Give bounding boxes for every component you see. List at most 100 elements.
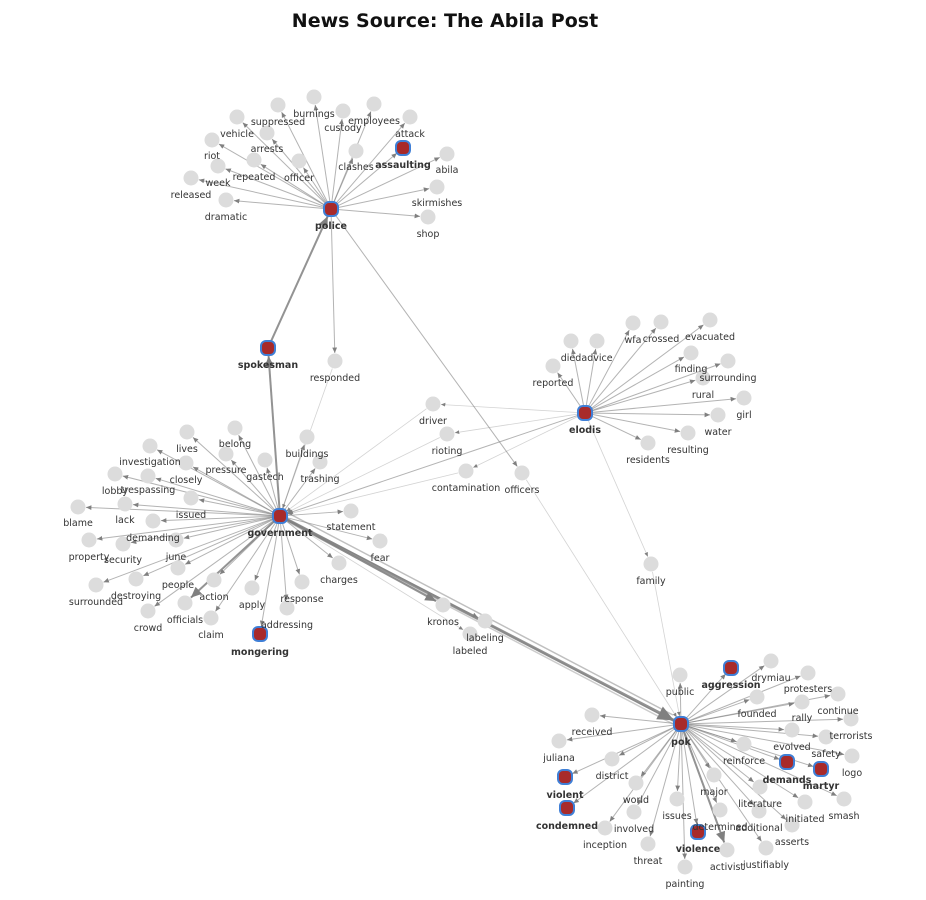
- node-demanding[interactable]: [145, 513, 161, 529]
- node-responded[interactable]: [327, 353, 343, 369]
- node-abila[interactable]: [439, 146, 455, 162]
- node-repeated[interactable]: [246, 152, 262, 168]
- node-public[interactable]: [672, 667, 688, 683]
- node-labeling[interactable]: [477, 613, 493, 629]
- node-received[interactable]: [584, 707, 600, 723]
- node-gastech[interactable]: [257, 452, 273, 468]
- node-property[interactable]: [81, 532, 97, 548]
- node-people[interactable]: [170, 560, 186, 576]
- node-founded[interactable]: [749, 689, 765, 705]
- node-vehicle[interactable]: [229, 109, 245, 125]
- node-driver[interactable]: [425, 396, 441, 412]
- node-lack[interactable]: [117, 496, 133, 512]
- node-surrounding[interactable]: [720, 353, 736, 369]
- node-continue[interactable]: [830, 686, 846, 702]
- node-clashes[interactable]: [348, 143, 364, 159]
- node-security[interactable]: [115, 536, 131, 552]
- node-aggression[interactable]: [723, 660, 739, 676]
- node-released[interactable]: [183, 170, 199, 186]
- node-residents[interactable]: [640, 435, 656, 451]
- node-threat[interactable]: [640, 836, 656, 852]
- node-police[interactable]: [323, 201, 339, 217]
- node-determined[interactable]: [712, 802, 728, 818]
- node-contamination[interactable]: [458, 463, 474, 479]
- node-reinforce[interactable]: [736, 736, 752, 752]
- node-issues[interactable]: [669, 791, 685, 807]
- node-dramatic[interactable]: [218, 192, 234, 208]
- node-crossed[interactable]: [653, 314, 669, 330]
- node-major[interactable]: [706, 767, 722, 783]
- node-charges[interactable]: [331, 555, 347, 571]
- node-pok[interactable]: [673, 716, 689, 732]
- node-statement[interactable]: [343, 503, 359, 519]
- node-burnings[interactable]: [306, 89, 322, 105]
- node-activist[interactable]: [719, 842, 735, 858]
- node-surrounded[interactable]: [88, 577, 104, 593]
- node-trespassing[interactable]: [140, 468, 156, 484]
- node-safety[interactable]: [818, 729, 834, 745]
- node-week[interactable]: [210, 158, 226, 174]
- node-buildings[interactable]: [299, 429, 315, 445]
- node-employees[interactable]: [366, 96, 382, 112]
- node-finding[interactable]: [683, 345, 699, 361]
- node-officials[interactable]: [177, 595, 193, 611]
- node-investigation[interactable]: [142, 438, 158, 454]
- node-arrests[interactable]: [259, 125, 275, 141]
- node-assaulting[interactable]: [395, 140, 411, 156]
- node-logo[interactable]: [844, 748, 860, 764]
- node-custody[interactable]: [335, 103, 351, 119]
- node-inception[interactable]: [597, 820, 613, 836]
- node-apply[interactable]: [244, 580, 260, 596]
- node-response[interactable]: [294, 574, 310, 590]
- node-issued[interactable]: [183, 490, 199, 506]
- node-world[interactable]: [628, 775, 644, 791]
- node-belong[interactable]: [227, 420, 243, 436]
- node-resulting[interactable]: [680, 425, 696, 441]
- node-rally[interactable]: [794, 694, 810, 710]
- node-attack[interactable]: [402, 109, 418, 125]
- node-claim[interactable]: [203, 610, 219, 626]
- node-trashing[interactable]: [312, 454, 328, 470]
- node-blame[interactable]: [70, 499, 86, 515]
- node-wfa[interactable]: [625, 315, 641, 331]
- node-terrorists[interactable]: [843, 711, 859, 727]
- node-kronos[interactable]: [435, 597, 451, 613]
- node-rural[interactable]: [695, 370, 711, 386]
- node-reported[interactable]: [545, 358, 561, 374]
- node-suppressed[interactable]: [270, 97, 286, 113]
- node-government[interactable]: [272, 508, 288, 524]
- node-juliana[interactable]: [551, 733, 567, 749]
- node-smash[interactable]: [836, 791, 852, 807]
- node-violent[interactable]: [557, 769, 573, 785]
- node-drymiau[interactable]: [763, 653, 779, 669]
- node-action[interactable]: [206, 572, 222, 588]
- node-initiated[interactable]: [797, 794, 813, 810]
- node-lobby[interactable]: [107, 466, 123, 482]
- node-justifiably[interactable]: [758, 840, 774, 856]
- node-fear[interactable]: [372, 533, 388, 549]
- node-girl[interactable]: [736, 390, 752, 406]
- node-condemned[interactable]: [559, 800, 575, 816]
- node-family[interactable]: [643, 556, 659, 572]
- node-demands[interactable]: [779, 754, 795, 770]
- node-spokesman[interactable]: [260, 340, 276, 356]
- node-rioting[interactable]: [439, 426, 455, 442]
- node-martyr[interactable]: [813, 761, 829, 777]
- node-labeled[interactable]: [462, 626, 478, 642]
- node-additional[interactable]: [751, 803, 767, 819]
- node-mongering[interactable]: [252, 626, 268, 642]
- node-june[interactable]: [168, 532, 184, 548]
- node-skirmishes[interactable]: [429, 179, 445, 195]
- node-district[interactable]: [604, 751, 620, 767]
- node-officers[interactable]: [514, 465, 530, 481]
- node-closely[interactable]: [178, 455, 194, 471]
- node-pressure[interactable]: [218, 446, 234, 462]
- node-evolved[interactable]: [784, 722, 800, 738]
- node-died[interactable]: [563, 333, 579, 349]
- node-riot[interactable]: [204, 132, 220, 148]
- node-lives[interactable]: [179, 424, 195, 440]
- node-evacuated[interactable]: [702, 312, 718, 328]
- node-water[interactable]: [710, 407, 726, 423]
- node-elodis[interactable]: [577, 405, 593, 421]
